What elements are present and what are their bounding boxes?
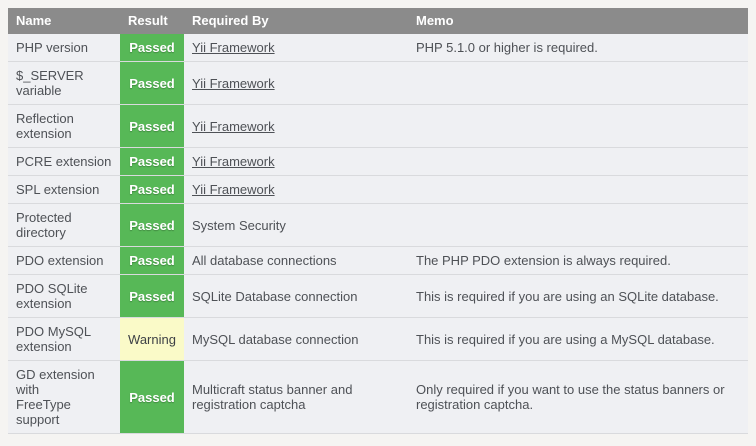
required-by: Yii Framework — [184, 147, 408, 176]
requirement-name: SPL extension — [8, 175, 120, 204]
requirement-name: PCRE extension — [8, 147, 120, 176]
col-header-name: Name — [8, 8, 120, 34]
required-by-link[interactable]: Yii Framework — [192, 154, 275, 169]
memo-text: Only required if you want to use the sta… — [408, 360, 748, 434]
result-badge: Passed — [120, 34, 184, 62]
table-row: SPL extension Passed Yii Framework — [8, 175, 748, 204]
required-by: Yii Framework — [184, 61, 408, 105]
required-by: Yii Framework — [184, 34, 408, 62]
table-row: GD extension with FreeType support Passe… — [8, 360, 748, 434]
requirements-table: Name Result Required By Memo PHP version… — [8, 8, 748, 434]
memo-text — [408, 147, 748, 176]
requirement-name: Protected directory — [8, 203, 120, 247]
result-badge: Passed — [120, 147, 184, 176]
table-row: PDO SQLite extension Passed SQLite Datab… — [8, 274, 748, 318]
requirement-name: GD extension with FreeType support — [8, 360, 120, 434]
memo-text: The PHP PDO extension is always required… — [408, 246, 748, 275]
required-by-link[interactable]: Yii Framework — [192, 75, 275, 91]
requirement-name: PDO SQLite extension — [8, 274, 120, 318]
result-badge: Passed — [120, 246, 184, 275]
required-by-link[interactable]: Yii Framework — [192, 40, 275, 55]
table-row: Reflection extension Passed Yii Framewor… — [8, 104, 748, 148]
result-badge: Passed — [120, 203, 184, 247]
memo-text: This is required if you are using a MySQ… — [408, 317, 748, 361]
memo-text — [408, 104, 748, 148]
memo-text: This is required if you are using an SQL… — [408, 274, 748, 318]
table-row: PDO extension Passed All database connec… — [8, 246, 748, 275]
required-by-link[interactable]: Yii Framework — [192, 182, 275, 197]
result-badge: Passed — [120, 175, 184, 204]
col-header-memo: Memo — [408, 8, 748, 34]
result-badge: Passed — [120, 360, 184, 434]
table-row: $_SERVER variable Passed Yii Framework — [8, 61, 748, 105]
requirement-name: $_SERVER variable — [8, 61, 120, 105]
result-badge: Warning — [120, 317, 184, 361]
required-by: MySQL database connection — [184, 317, 408, 361]
memo-text — [408, 203, 748, 247]
requirement-name: PHP version — [8, 34, 120, 62]
memo-text — [408, 61, 748, 105]
col-header-required-by: Required By — [184, 8, 408, 34]
memo-text: PHP 5.1.0 or higher is required. — [408, 34, 748, 62]
table-row: PHP version Passed Yii Framework PHP 5.1… — [8, 34, 748, 62]
required-by: Multicraft status banner and registratio… — [184, 360, 408, 434]
table-row: PDO MySQL extension Warning MySQL databa… — [8, 317, 748, 361]
required-by: Yii Framework — [184, 175, 408, 204]
requirement-name: PDO extension — [8, 246, 120, 275]
required-by: All database connections — [184, 246, 408, 275]
col-header-result: Result — [120, 8, 184, 34]
table-row: PCRE extension Passed Yii Framework — [8, 147, 748, 176]
required-by: Yii Framework — [184, 104, 408, 148]
requirement-name: Reflection extension — [8, 104, 120, 148]
requirement-name: PDO MySQL extension — [8, 317, 120, 361]
required-by: System Security — [184, 203, 408, 247]
required-by: SQLite Database connection — [184, 274, 408, 318]
table-row: Protected directory Passed System Securi… — [8, 203, 748, 247]
table-header-row: Name Result Required By Memo — [8, 8, 748, 34]
memo-text — [408, 175, 748, 204]
result-badge: Passed — [120, 104, 184, 148]
result-badge: Passed — [120, 61, 184, 105]
required-by-link[interactable]: Yii Framework — [192, 118, 275, 134]
result-badge: Passed — [120, 274, 184, 318]
